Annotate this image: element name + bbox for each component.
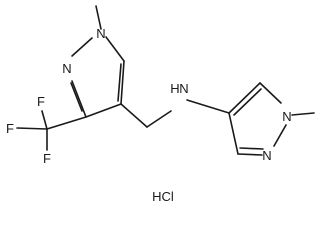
bond-c4-ch2 xyxy=(120,103,148,128)
atom-n2-left: N xyxy=(62,61,71,76)
bond-n2-c3-right xyxy=(237,153,263,156)
bond-layer xyxy=(16,5,315,156)
bond-c4-c5-right xyxy=(228,82,261,114)
bond-nh-c4-right xyxy=(186,99,230,114)
bond-c3-n2-left xyxy=(71,80,87,118)
atom-n2-right: N xyxy=(262,148,271,163)
bond-c5-c4-left xyxy=(120,60,125,105)
bond-c5-n1-right xyxy=(259,82,282,104)
atom-f-left: F xyxy=(6,121,14,136)
bond-n1-n2-right xyxy=(273,124,287,147)
bond-c4-c3-left xyxy=(85,103,122,118)
bond-n1-c5-left xyxy=(105,36,125,62)
bond-c3-n2-left-double xyxy=(70,82,83,112)
bond-cf3-f-top xyxy=(41,110,48,130)
bond-n1-methyl-right xyxy=(291,112,315,116)
atom-labels: N N F F F H N N N xyxy=(6,26,292,166)
bond-c5-c4-left-double xyxy=(117,63,122,102)
atom-n1-right: N xyxy=(282,109,291,124)
bond-c4-c5-right-double xyxy=(233,88,262,116)
atom-f-bottom: F xyxy=(43,151,51,166)
chemical-structure: N N F F F H N N N HCl xyxy=(6,5,315,204)
bond-cf3-f-left xyxy=(16,127,48,130)
bond-n1-methyl-left xyxy=(95,5,102,30)
salt-label: HCl xyxy=(152,189,174,204)
bond-c3-cf3 xyxy=(46,116,87,130)
bond-c3-c4-right xyxy=(228,112,239,155)
atom-nh-h: H xyxy=(170,81,179,96)
atom-nh-n: N xyxy=(179,81,188,96)
bond-n1-n2-left xyxy=(71,37,93,57)
bond-n2-c3-right-double xyxy=(239,147,264,150)
atom-f-top: F xyxy=(37,94,45,109)
bond-ch2-nh xyxy=(146,110,172,128)
atom-n1-left: N xyxy=(96,26,105,41)
